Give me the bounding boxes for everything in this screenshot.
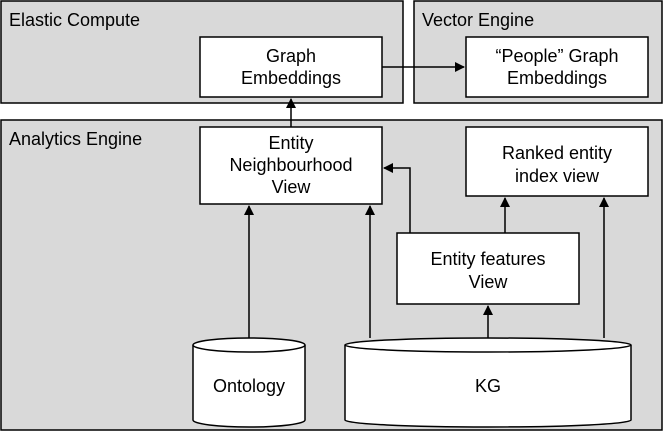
graph-embeddings-line-2: Embeddings <box>241 68 341 88</box>
kg-cylinder: KG <box>344 337 632 428</box>
kg-label: KG <box>475 376 501 396</box>
arrow-features-to-neighbourhood <box>383 163 411 233</box>
entity-features-view-box: Entity features View <box>396 232 580 305</box>
entity-neighbourhood-view-line-3: View <box>272 177 312 197</box>
entity-neighbourhood-view-line-1: Entity <box>268 133 313 153</box>
analytics-engine-label: Analytics Engine <box>9 129 142 149</box>
entity-neighbourhood-view-line-2: Neighbourhood <box>229 155 352 175</box>
people-graph-embeddings-line-1: “People” Graph <box>495 46 618 66</box>
elastic-compute-label: Elastic Compute <box>9 10 140 30</box>
people-graph-embeddings-line-2: Embeddings <box>507 68 607 88</box>
graph-embeddings-line-1: Graph <box>266 46 316 66</box>
entity-neighbourhood-view-box: Entity Neighbourhood View <box>199 126 383 205</box>
people-graph-embeddings-box: “People” Graph Embeddings <box>465 36 649 98</box>
ranked-entity-index-view-line-2: index view <box>515 166 600 186</box>
ranked-entity-index-view-box: Ranked entity index view <box>465 126 649 197</box>
graph-embeddings-box: Graph Embeddings <box>199 36 383 98</box>
ontology-label: Ontology <box>213 376 285 396</box>
vector-engine-label: Vector Engine <box>422 10 534 30</box>
entity-features-view-line-1: Entity features <box>430 249 545 269</box>
ontology-cylinder: Ontology <box>192 337 306 428</box>
ranked-entity-index-view-line-1: Ranked entity <box>502 143 612 163</box>
entity-features-view-line-2: View <box>469 272 509 292</box>
connectors <box>244 62 609 338</box>
